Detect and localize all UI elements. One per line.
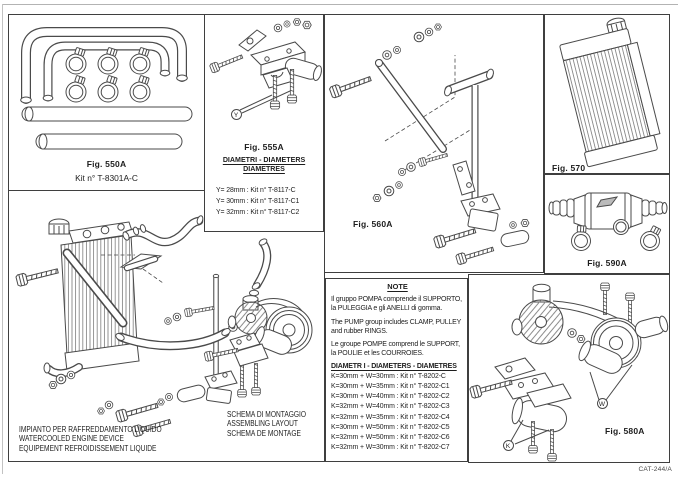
note-paragraphs: Il gruppo POMPA comprende il SUPPORTO, la… bbox=[331, 295, 464, 358]
kw-kit-list: K=30mm + W=30mm : Kit n° T-8202-C K=30mm … bbox=[331, 372, 464, 454]
scan-edge-left bbox=[2, 4, 3, 474]
kit-row: K=32mm + W=50mm : Kit n° T-8202-C6 bbox=[331, 434, 450, 441]
callout-y: Y bbox=[230, 108, 242, 120]
panel-fig-590a: Fig. 590A bbox=[544, 174, 670, 274]
callout-k: K bbox=[502, 439, 514, 451]
cooling-system-layout-drawing bbox=[15, 195, 313, 438]
caption-line: SCHEMA DI MONTAGGIO bbox=[227, 410, 307, 419]
note-line: and rubber RINGS. bbox=[331, 327, 388, 335]
kit-row: Y= 32mm : Kit n° T-8117-C2 bbox=[216, 208, 300, 216]
caption-line: SCHEMA DE MONTAGE bbox=[227, 428, 301, 438]
kit-row: Y= 28mm : Kit n° T-8117-C bbox=[216, 187, 296, 194]
note-line: la POULIE et les COURROIES. bbox=[331, 350, 424, 357]
kit-number: Kit n° T-8301A-C bbox=[75, 173, 138, 183]
note-line: The PUMP group includes CLAMP, PULLEY bbox=[331, 318, 462, 326]
catalog-code: CAT-244/A bbox=[638, 466, 672, 473]
note-title: NOTE bbox=[387, 282, 408, 291]
kit-row: K=32mm + W=30mm : Kit n° T-8202-C7 bbox=[331, 444, 450, 452]
panel-fig-550a: Fig. 550A Kit n° T-8301A-C bbox=[8, 14, 205, 191]
note-line: Le groupe POMPE comprend le SUPPORT, bbox=[331, 341, 460, 348]
caption-line: ASSEMBLING LAYOUT bbox=[227, 419, 298, 429]
panel-note: NOTE Il gruppo POMPA comprende il SUPPOR… bbox=[325, 278, 468, 462]
pump-assembly-drawing bbox=[469, 282, 669, 462]
figure-label: Fig. 580A bbox=[605, 426, 645, 436]
caption-line: IMPIANTO PER RAFFREDDAMENTO LIQUIDO bbox=[19, 425, 162, 434]
panel-fig-570: Fig. 570 bbox=[544, 14, 670, 174]
kit-row: K=30mm + W=40mm : Kit n° T-8202-C2 bbox=[331, 393, 450, 400]
caption-line: EQUIPEMENT REFROIDISSEMENT LIQUIDE bbox=[19, 443, 157, 453]
diameters-title-line2: DIAMETRES bbox=[243, 165, 285, 173]
figure-label: Fig. 550A bbox=[86, 159, 127, 169]
panel-fig-580a: K W Fig. 580A bbox=[468, 274, 670, 463]
panel-fig-560a: Fig. 560A bbox=[324, 14, 544, 273]
note-line: la PULEGGIA e gli ANELLI di gomma. bbox=[331, 305, 443, 312]
figure-label: Fig. 590A bbox=[587, 258, 627, 268]
figure-label: Fig. 555A bbox=[244, 142, 284, 152]
support-bracket-drawing bbox=[208, 18, 322, 114]
kit-row: K=32mm + W=35mm : Kit n° T-8202-C4 bbox=[331, 413, 450, 421]
kit-row: K=30mm + W=35mm : Kit n° T-8202-C1 bbox=[331, 382, 450, 390]
caption-line: WATERCOOLED ENGINE DEVICE bbox=[19, 434, 124, 444]
diameters-title: DIAMETR I - DIAMETERS - DIAMETRES bbox=[331, 362, 457, 370]
kit-row: Y= 30mm : Kit n° T-8117-C1 bbox=[216, 197, 300, 205]
panel-fig-555a: Y Fig. 555A DIAMETRI - DIAMETERS DIAMETR… bbox=[204, 14, 324, 232]
figure-label: Fig. 570 bbox=[552, 163, 586, 173]
scan-edge-top bbox=[2, 4, 678, 5]
kit-row: K=32mm + W=40mm : Kit n° T-8202-C3 bbox=[331, 403, 450, 411]
diameter-kit-list: Y= 28mm : Kit n° T-8117-C Y= 30mm : Kit n… bbox=[216, 186, 299, 218]
pedal-assembly-drawing bbox=[328, 23, 530, 266]
note-line: Il gruppo POMPA comprende il SUPPORTO, bbox=[331, 296, 462, 303]
diameters-title-line1: DIAMETRI - DIAMETERS bbox=[222, 156, 306, 164]
hose-kit-drawing bbox=[20, 27, 193, 150]
figure-label: Fig. 560A bbox=[353, 219, 393, 229]
thermostat-drawing bbox=[548, 192, 668, 254]
callout-w: W bbox=[596, 397, 608, 409]
radiator-drawing bbox=[559, 17, 661, 168]
kit-row: K=30mm + W=30mm : Kit n° T-8202-C bbox=[331, 372, 446, 380]
kit-row: K=30mm + W=50mm : Kit n° T-8202-C5 bbox=[331, 423, 450, 431]
